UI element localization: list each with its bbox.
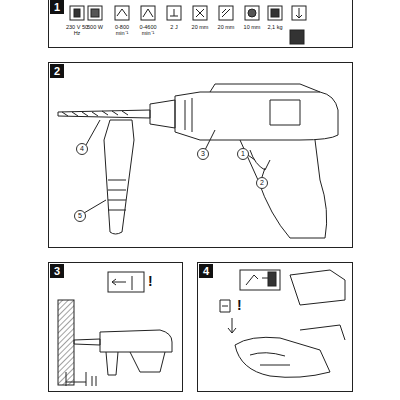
figure-panel: 4 [197, 262, 353, 392]
figure-number: 4 [199, 264, 213, 278]
spec-value: 0-800 min⁻¹ [109, 24, 135, 36]
spec-value: 2 J [161, 24, 187, 30]
callout-number: 3 [197, 148, 209, 160]
figure-number: 1 [50, 0, 64, 14]
callout-number: 5 [74, 210, 86, 222]
spec-value: 500 W [82, 24, 108, 30]
spec-value: 2,1 kg [262, 24, 288, 30]
spec-value: 20 mm [213, 24, 239, 30]
spec-value: 230 V 50 Hz [64, 24, 90, 36]
spec-value: 10 mm [239, 24, 265, 30]
spec-value: 20 mm [187, 24, 213, 30]
figure-panel: 3 [48, 262, 183, 392]
warning-mark: ! [148, 274, 153, 289]
figure-number: 2 [50, 64, 64, 78]
callout-number: 2 [256, 177, 268, 189]
spec-value: 0-4600 min⁻¹ [135, 24, 161, 36]
figure-number: 3 [50, 264, 64, 278]
callout-number: 1 [237, 148, 249, 160]
warning-mark: ! [237, 298, 242, 313]
callout-number: 4 [76, 143, 88, 155]
